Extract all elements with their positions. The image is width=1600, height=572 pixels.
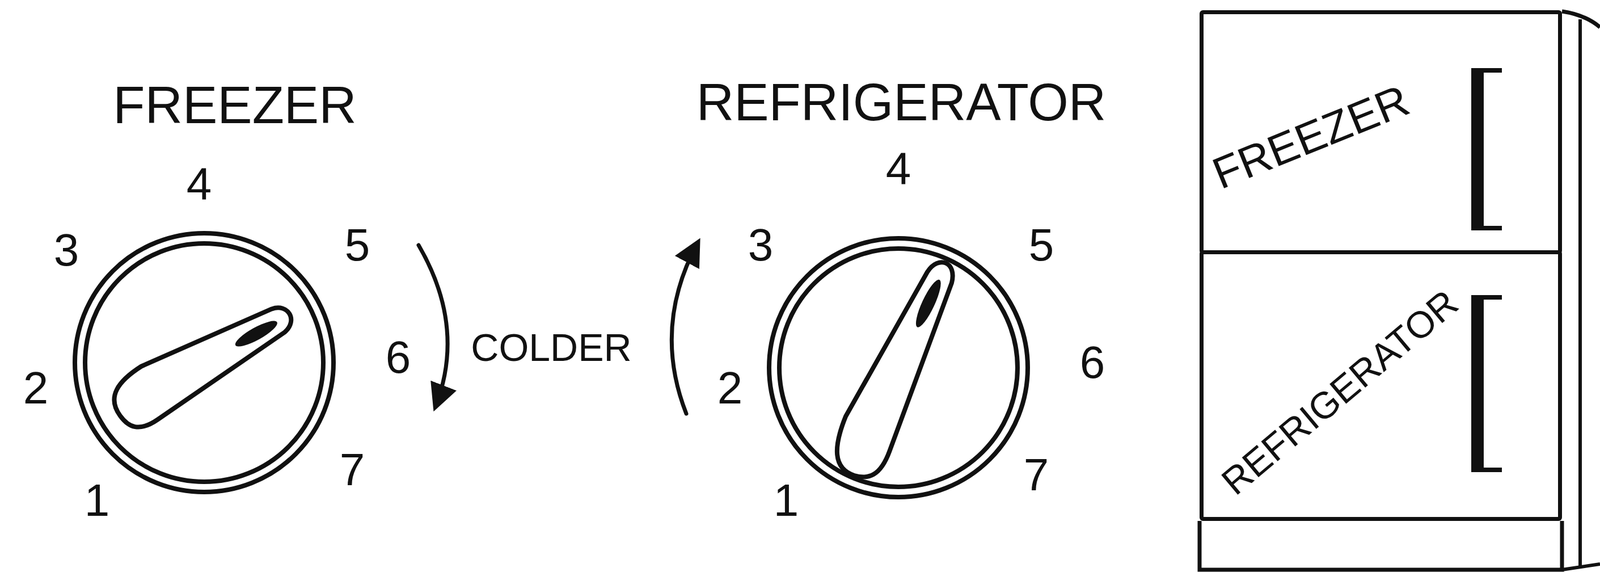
control-dial: FREEZER 1 2 3 4 5 6 7 <box>11 56 454 545</box>
door-handle <box>1473 297 1502 470</box>
dial-number: 6 <box>1079 339 1106 386</box>
fridge-side <box>1578 19 1582 568</box>
dial-outline <box>669 56 1135 545</box>
knob-pointer <box>232 316 281 351</box>
fridge-door: FREEZER <box>1199 10 1562 255</box>
dial-title: FREEZER <box>112 78 357 132</box>
door-label: REFRIGERATOR <box>1214 283 1464 501</box>
dial-number: 5 <box>344 222 371 268</box>
direction-label: COLDER <box>470 327 632 367</box>
dial-number: 5 <box>1028 222 1055 268</box>
dial-ring <box>74 233 334 492</box>
fridge-door: REFRIGERATOR <box>1199 250 1562 521</box>
dial-number: 1 <box>84 477 111 523</box>
dial-title: REFRIGERATOR <box>696 76 1106 129</box>
colder-arrow <box>418 245 448 407</box>
knob-body <box>824 251 973 485</box>
dial-ring <box>85 243 324 482</box>
fridge-base <box>1199 520 1562 570</box>
dial-number: 3 <box>53 227 80 273</box>
dial-ring <box>769 238 1028 497</box>
fridge-base <box>1561 563 1600 570</box>
dial-number: 2 <box>717 365 743 411</box>
dial-ring <box>779 248 1018 487</box>
door-handle <box>1473 70 1484 229</box>
dial-number: 7 <box>1023 452 1050 498</box>
dial-number: 2 <box>23 365 49 411</box>
dial-number: 7 <box>339 446 366 493</box>
dial-knob <box>824 251 973 485</box>
dial-knob <box>103 290 304 436</box>
knob-pointer <box>911 276 945 330</box>
dial-number: 3 <box>748 222 774 268</box>
door-handle <box>1473 297 1484 470</box>
dial-number: 4 <box>885 145 912 192</box>
control-dial: REFRIGERATOR 1 2 3 4 5 6 7 <box>669 56 1135 545</box>
door-handle <box>1473 70 1502 229</box>
dial-number: 4 <box>186 161 213 207</box>
door-label: FREEZER <box>1206 77 1416 197</box>
dial-number: 6 <box>385 334 412 381</box>
colder-arrow <box>671 242 698 414</box>
knob-body <box>103 290 304 436</box>
dial-number: 1 <box>773 477 800 523</box>
